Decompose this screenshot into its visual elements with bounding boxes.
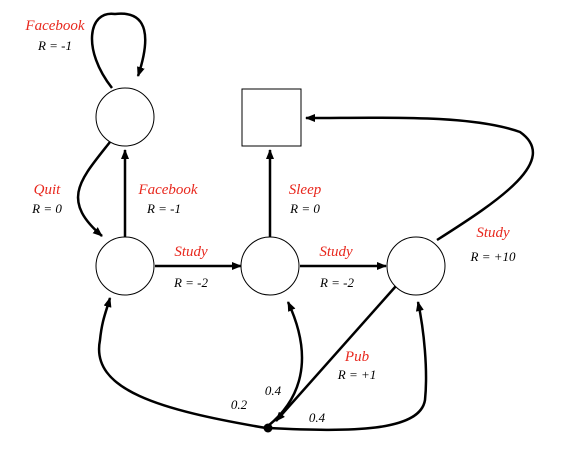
quit-reward-label: R = 0 [31,201,62,216]
study-3-action-label: Study [476,225,510,241]
pub-action-label: Pub [344,349,370,365]
pub-edge [275,285,397,422]
probability-to-class3-label: 0.4 [309,410,326,425]
transitions [76,12,535,432]
facebook-action-label: Facebook [137,182,197,198]
facebook-self-loop-edge [90,12,147,89]
sleep-reward-label: R = 0 [289,201,320,216]
class3-state-node [386,236,446,296]
facebook-loop-reward-label: R = -1 [37,38,72,53]
pub-to-class3-edge [267,301,428,432]
pub-reward-label: R = +1 [337,367,377,382]
facebook-loop-action-label: Facebook [24,18,84,34]
quit-edge [76,141,111,237]
probability-to-class1-label: 0.2 [231,397,248,412]
sleep-action-label: Sleep [289,182,322,198]
study-3-edge [305,113,535,242]
study-3-reward-label: R = +10 [470,249,516,264]
study-1-action-label: Study [174,244,208,260]
study-2-action-label: Study [319,244,353,260]
study-2-reward-label: R = -2 [319,275,355,290]
study-1-reward-label: R = -2 [173,275,209,290]
quit-action-label: Quit [34,182,62,198]
class2-state-node [240,236,300,296]
pub-to-class2-edge [267,301,304,427]
facebook-reward-label: R = -1 [146,201,181,216]
states [95,87,446,433]
pub-to-class1-edge [97,297,267,430]
pub-chance-node [263,423,273,433]
facebook-state-node [95,87,155,147]
labels: Facebook R = -1 Quit R = 0 Facebook R = … [24,18,516,425]
sleep-terminal-node [241,88,302,147]
probability-to-class2-label: 0.4 [265,383,282,398]
class1-state-node [95,236,155,296]
